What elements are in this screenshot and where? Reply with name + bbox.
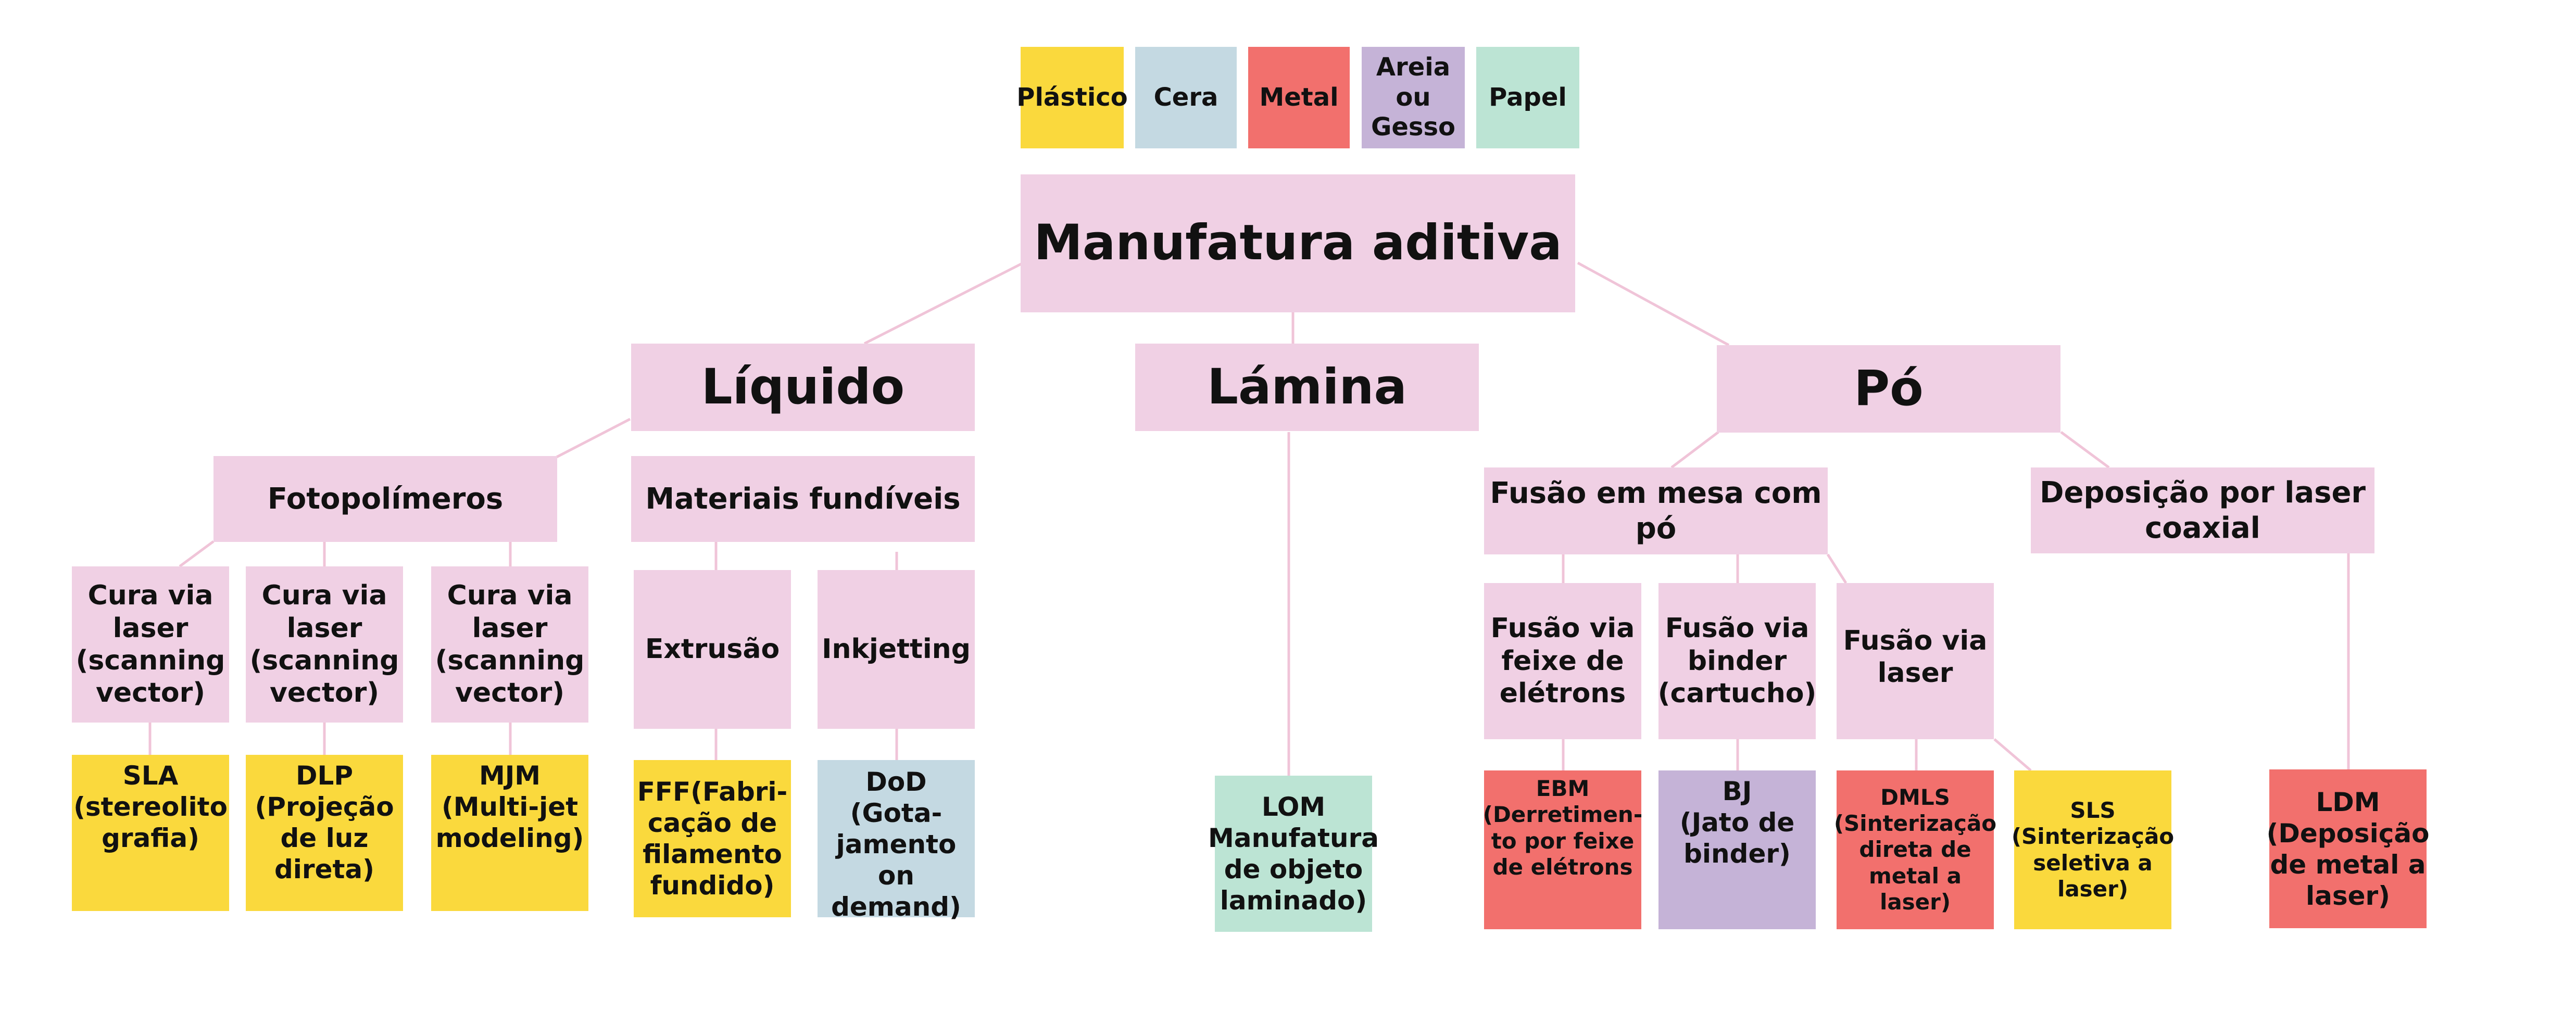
branch-sheet: Lámina — [1135, 344, 1479, 431]
node-inkjetting: Inkjetting — [818, 570, 975, 729]
connector-root-liquid — [863, 261, 1024, 345]
legend-sand: Areia ou Gesso — [1362, 47, 1465, 148]
leaf-fff: FFF(Fabri- cação de filamento fundido) — [634, 760, 791, 917]
connector-bed-laser — [1826, 553, 1848, 584]
leaf-dod: DoD (Gota- jamento on demand) — [818, 760, 975, 922]
connector-laser-sls — [1993, 738, 2032, 771]
node-electron-beam-fusion: Fusão via feixe de elétrons — [1484, 583, 1641, 739]
node-cure-laser-3: Cura via laser (scanning vector) — [431, 566, 588, 723]
branch-powder: Pó — [1717, 345, 2060, 433]
legend-wax: Cera — [1135, 47, 1237, 148]
leaf-sls: SLS (Sinterização seletiva a laser) — [2012, 770, 2174, 929]
connector-powder-bedfusion — [1670, 431, 1719, 469]
legend-paper: Papel — [1476, 47, 1579, 148]
leaf-sla: SLA (stereolito grafia) — [72, 755, 229, 911]
connector-powder-laserdep — [2060, 431, 2110, 469]
leaf-ldm: LDM (Deposição de metal a laser) — [2266, 769, 2430, 928]
node-cure-laser-1: Cura via laser (scanning vector) — [72, 566, 229, 723]
node-castable-materials: Materiais fundíveis — [631, 456, 975, 542]
node-photopolymers: Fotopolímeros — [213, 456, 557, 542]
leaf-dlp: DLP (Projeção de luz direta) — [246, 755, 403, 911]
leaf-mjm: MJM (Multi-jet modeling) — [431, 755, 588, 911]
connector-root-powder — [1577, 261, 1730, 347]
node-extrusion: Extrusão — [634, 570, 791, 729]
connector-photo-cure1 — [179, 540, 215, 568]
node-laser-deposition: Deposição por laser coaxial — [2031, 467, 2374, 553]
leaf-dmls: DMLS (Sinterização direta de metal a las… — [1834, 770, 1996, 929]
leaf-ebm: EBM (Derretimen- to por feixe de elétron… — [1483, 770, 1642, 929]
branch-liquid: Líquido — [631, 344, 975, 431]
legend-metal: Metal — [1248, 47, 1350, 148]
leaf-lom: LOM Manufatura de objeto laminado) — [1208, 776, 1379, 932]
node-cure-laser-2: Cura via laser (scanning vector) — [246, 566, 403, 723]
legend-plastic: Plástico — [1016, 47, 1128, 148]
node-binder-fusion: Fusão via binder (cartucho) — [1658, 583, 1816, 739]
node-laser-fusion: Fusão via laser — [1837, 583, 1994, 739]
root-node: Manufatura aditiva — [1021, 174, 1575, 312]
connector-liquid-photopolymers — [554, 418, 631, 460]
node-powder-bed-fusion: Fusão em mesa com pó — [1484, 467, 1828, 554]
leaf-bj: BJ (Jato de binder) — [1658, 770, 1816, 929]
